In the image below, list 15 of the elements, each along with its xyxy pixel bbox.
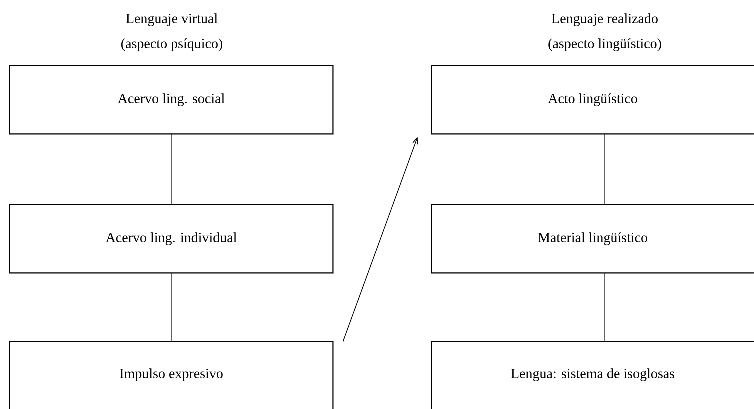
column-heading: (aspecto lingüístico) xyxy=(548,38,662,52)
process-box: Lengua: sistema de isoglosas xyxy=(431,341,754,409)
column-heading: Lenguaje realizado xyxy=(552,14,658,26)
connector-line xyxy=(604,272,606,342)
process-box: Acto lingüístico xyxy=(431,65,754,135)
process-box: Acervo ling. social xyxy=(9,65,334,135)
column-heading: Lenguaje virtual xyxy=(126,14,218,26)
connector-line xyxy=(171,272,172,342)
connector-line xyxy=(342,137,418,342)
connector-line xyxy=(171,134,172,206)
process-box: Material lingüístico xyxy=(431,204,754,274)
connector-line xyxy=(604,134,606,206)
process-box: Impulso expresivo xyxy=(9,341,334,409)
process-box: Acervo ling. individual xyxy=(9,204,334,274)
column-heading: (aspecto psíquico) xyxy=(122,38,223,52)
